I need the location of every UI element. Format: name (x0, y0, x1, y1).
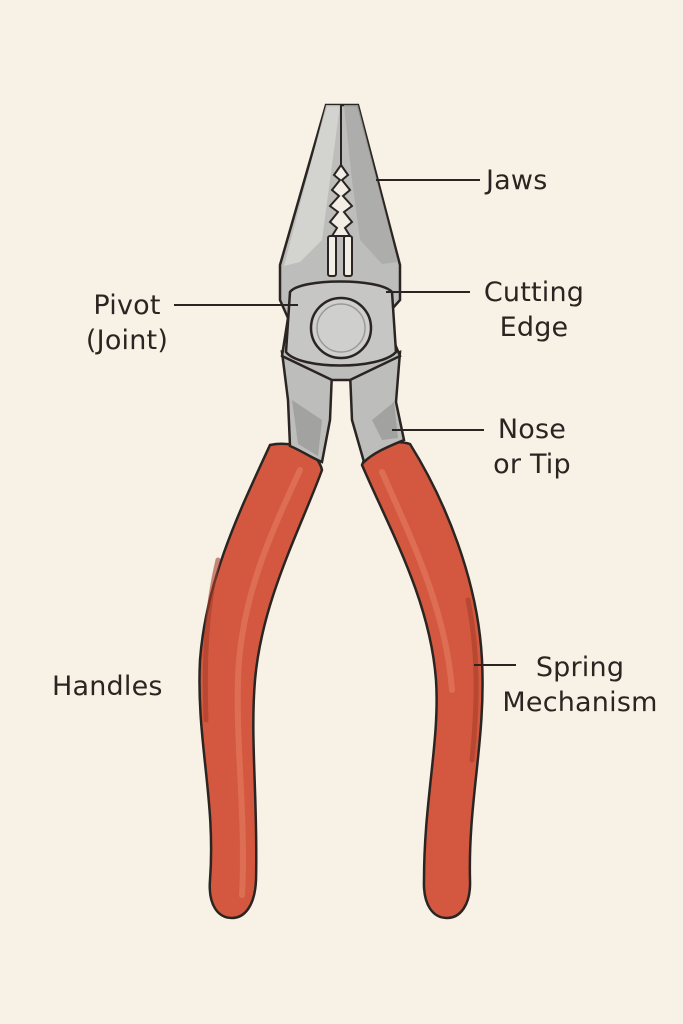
right-handle-grip (360, 441, 484, 920)
cutter-slot-left (327, 235, 337, 277)
leader-lines (174, 179, 516, 666)
label-nose: Nose or Tip (493, 414, 571, 480)
jaw-head (278, 103, 402, 382)
right-handle-shade (465, 597, 479, 763)
serrated-teeth (328, 163, 354, 237)
pivot-rivet (309, 296, 373, 360)
left-handle-shade (202, 557, 221, 723)
left-jaw-face (284, 105, 340, 266)
label-cutting-edge: Cutting Edge (483, 277, 585, 343)
metal-arms (280, 350, 406, 465)
label-jaws: Jaws (486, 165, 548, 196)
pivot-rivet-inner (316, 303, 366, 353)
cutter-slot-right (343, 235, 353, 277)
right-arm-shade (372, 402, 398, 440)
right-handle-highlight (379, 469, 455, 693)
label-pivot: Pivot (Joint) (85, 290, 169, 356)
right-jaw-face (344, 105, 398, 264)
label-handles: Handles (52, 671, 163, 702)
left-arm-shade (292, 400, 322, 456)
left-handle-grip (198, 442, 324, 920)
label-spring: Spring Mechanism (502, 652, 658, 718)
left-handle-highlight (234, 467, 303, 898)
right-handle (360, 441, 484, 920)
left-handle (198, 442, 324, 920)
